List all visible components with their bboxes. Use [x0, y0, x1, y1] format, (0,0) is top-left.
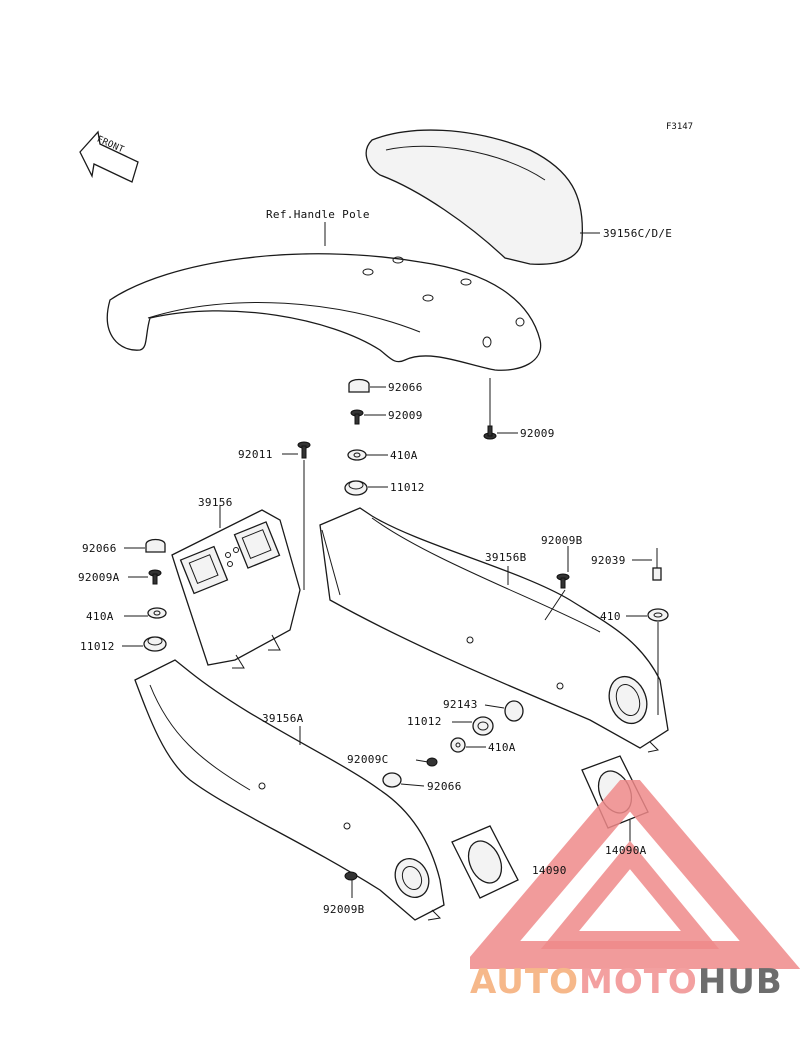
washer-right-part: [626, 608, 669, 715]
grommet-mid-part: [452, 716, 494, 736]
label-grommet-mid: 11012: [407, 715, 442, 728]
front-panel-part: [171, 505, 301, 669]
right-cover-part: [319, 507, 669, 753]
grommet-top-part: [344, 480, 388, 496]
front-arrow-icon: [79, 130, 139, 183]
label-bolt-right: 92009B: [541, 534, 583, 547]
label-collar: 92143: [443, 698, 478, 711]
label-washer-right: 410: [600, 610, 621, 623]
cap-top-part: [348, 378, 386, 393]
vent-left-part: [451, 825, 519, 899]
label-washer-left: 410A: [86, 610, 114, 623]
watermark-part-hub: HUB: [697, 962, 783, 1002]
seat-part: [365, 129, 584, 265]
watermark-logo-icon: [470, 780, 800, 969]
bolt-mid-part: [415, 757, 438, 767]
label-bolt-left: 92009A: [78, 571, 120, 584]
bolt-92039-part: [632, 548, 662, 581]
label-left-cover: 39156A: [262, 712, 304, 725]
washer-mid-part: [450, 737, 486, 753]
label-bolt-bottom: 92009B: [323, 903, 365, 916]
grommet-left-part: [122, 636, 167, 652]
washer-left-part: [124, 607, 167, 619]
bolt-bottom-part: [344, 871, 358, 898]
watermark-part-moto: MOTO: [578, 962, 698, 1002]
bolt-92011-part: [282, 441, 311, 590]
label-bolt-mid: 92009C: [347, 753, 389, 766]
label-front-panel: 39156: [198, 496, 233, 509]
figure-code: F3147: [666, 122, 694, 132]
label-vent-right: 14090A: [605, 844, 647, 857]
label-bolt-92011: 92011: [238, 448, 273, 461]
bolt-left-part: [128, 569, 162, 585]
label-vent-left: 14090: [532, 864, 567, 877]
label-cap-left: 92066: [82, 542, 117, 555]
label-cap-mid: 92066: [427, 780, 462, 793]
label-right-cover: 39156B: [485, 551, 527, 564]
bolt-right-top-part: [483, 378, 518, 440]
label-cap-top: 92066: [388, 381, 423, 394]
watermark-text: AUTOMOTOHUB: [470, 962, 783, 1002]
label-grommet-left: 11012: [80, 640, 115, 653]
cap-mid-part: [382, 772, 425, 788]
cap-left-part: [124, 538, 166, 553]
left-cover-part: [134, 659, 445, 921]
label-washer-top: 410A: [390, 449, 418, 462]
label-bolt-right-top: 92009: [520, 427, 555, 440]
hull-top-part: [106, 222, 542, 371]
label-bolt-top: 92009: [388, 409, 423, 422]
label-seat: 39156C/D/E: [603, 227, 673, 240]
washer-top-part: [347, 449, 388, 461]
bolt-right-part: [544, 546, 570, 621]
collar-part: [484, 700, 524, 722]
label-bolt-92039: 92039: [591, 554, 626, 567]
label-washer-mid: 410A: [488, 741, 516, 754]
label-grommet-top: 11012: [390, 481, 425, 494]
label-handle-pole: Ref.Handle Pole: [266, 208, 370, 221]
watermark-part-auto: AUTO: [470, 962, 579, 1002]
bolt-top-part: [350, 409, 386, 425]
